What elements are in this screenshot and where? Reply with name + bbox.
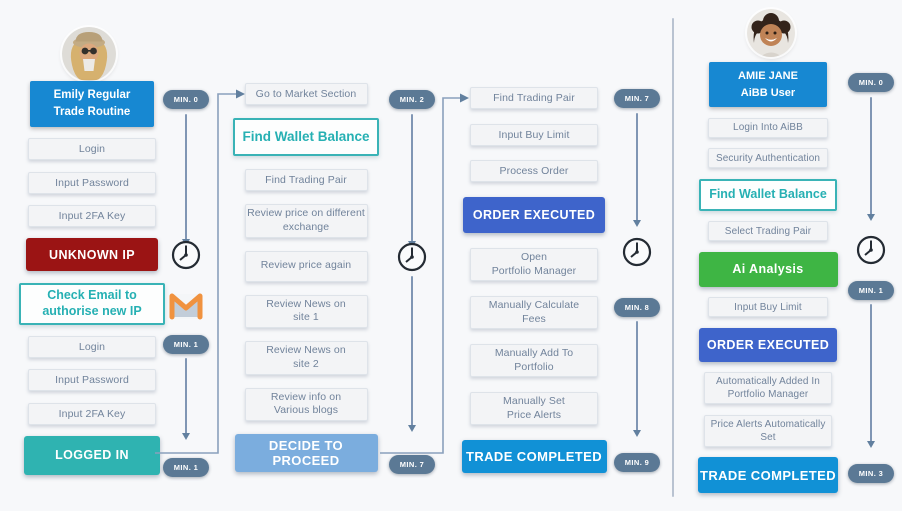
gmail-icon	[169, 293, 203, 320]
flow-arrow	[636, 113, 638, 221]
process-order: Process Order	[470, 160, 598, 183]
find-wallet-balance: Find Wallet Balance	[233, 118, 379, 157]
security-authentication: Security Authentication	[708, 148, 828, 168]
flow-arrow	[185, 114, 187, 240]
input-2fa-key: Input 2FA Key	[28, 204, 156, 227]
login-into-aibb: Login Into AiBB	[708, 117, 828, 138]
time-badge: MIN. 1	[163, 335, 209, 354]
time-badge: MIN. 8	[614, 298, 660, 317]
woman-with-hat-icon	[62, 27, 116, 81]
review-price-again: Review price again	[244, 250, 368, 282]
time-badge: MIN. 1	[848, 281, 894, 300]
market-review-timeline: MIN. 2 MIN. 7	[382, 0, 442, 511]
login: Login	[28, 138, 156, 161]
trade-execution-timeline: MIN. 7 MIN. 8 MIN. 9	[607, 0, 667, 511]
time-badge: MIN. 2	[389, 90, 435, 109]
ai-analysis: Ai Analysis	[698, 251, 838, 287]
time-badge: MIN. 9	[614, 453, 660, 472]
flow-arrow	[411, 276, 413, 426]
input-buy-limit: Input Buy Limit	[470, 123, 598, 146]
time-badge: MIN. 1	[163, 458, 209, 477]
aibb-user-timeline: MIN. 0 MIN. 1 MIN. 3	[841, 0, 901, 511]
order-executed: ORDER EXECUTED	[699, 327, 837, 362]
emily-avatar	[62, 27, 116, 81]
amie-avatar	[747, 9, 795, 57]
find-trading-pair: Find Trading Pair	[470, 87, 598, 109]
time-badge: MIN. 3	[848, 464, 894, 483]
time-badge: MIN. 0	[848, 73, 894, 92]
flow-arrow	[870, 97, 872, 215]
input-2fa-key: Input 2FA Key	[28, 402, 156, 425]
input-password: Input Password	[28, 369, 156, 392]
input-buy-limit: Input Buy Limit	[708, 297, 828, 317]
emily-login-timeline: MIN. 0 MIN. 1 MIN. 1	[156, 0, 216, 511]
section-divider	[672, 18, 674, 497]
clock-icon	[856, 235, 886, 265]
unknown-ip: UNKNOWN IP	[26, 238, 158, 272]
smiling-woman-icon	[747, 9, 795, 57]
input-password: Input Password	[28, 171, 156, 194]
time-badge: MIN. 0	[163, 90, 209, 109]
clock-icon	[171, 240, 201, 270]
decide-to-proceed: DECIDE TO PROCEED	[234, 434, 378, 472]
login: Login	[28, 335, 156, 358]
flow-arrow	[870, 304, 872, 442]
trade-completed: TRADE COMPLETED	[698, 457, 838, 493]
select-trading-pair: Select Trading Pair	[708, 221, 828, 241]
find-wallet-balance: Find Wallet Balance	[699, 178, 837, 211]
logged-in: LOGGED IN	[24, 435, 160, 475]
clock-icon	[397, 242, 427, 272]
time-badge: MIN. 7	[389, 455, 435, 474]
flow-arrow	[411, 114, 413, 242]
find-trading-pair: Find Trading Pair	[244, 169, 368, 192]
clock-icon	[622, 237, 652, 267]
order-executed: ORDER EXECUTED	[463, 197, 605, 234]
flow-arrow	[185, 358, 187, 434]
time-badge: MIN. 7	[614, 89, 660, 108]
flow-arrow	[636, 321, 638, 431]
go-to-market-section: Go to Market Section	[244, 83, 368, 105]
trade-completed: TRADE COMPLETED	[461, 440, 607, 473]
